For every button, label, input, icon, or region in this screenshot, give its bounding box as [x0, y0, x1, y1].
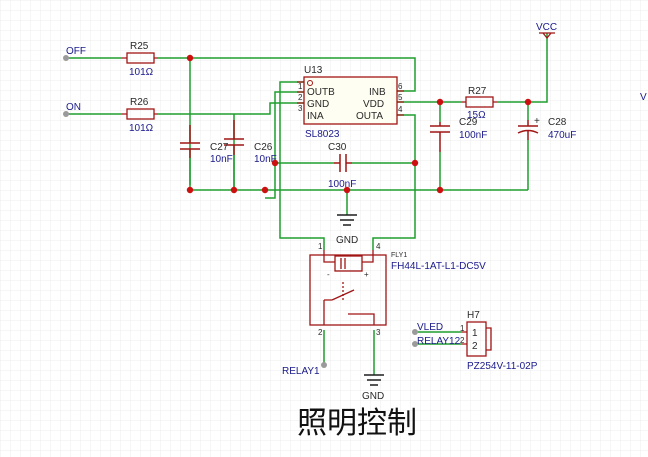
- u13-pin3-num: 3: [298, 104, 303, 113]
- junctions: [186, 54, 532, 194]
- c26-value[interactable]: 10nF: [254, 154, 277, 165]
- u13-pin3-name: INA: [307, 111, 324, 122]
- u13-pin5-num: 5: [398, 93, 403, 102]
- fly1-pin1: 1: [318, 242, 323, 251]
- gnd-symbol-bottom: [364, 374, 384, 386]
- r27-value[interactable]: 15Ω: [467, 110, 486, 121]
- h7-pin1-inside: 1: [472, 328, 478, 339]
- h7-connector[interactable]: [462, 321, 492, 357]
- u13-part[interactable]: SL8023: [305, 129, 340, 140]
- fly1-pin4: 4: [376, 242, 381, 251]
- gnd-symbol-top: [337, 214, 357, 226]
- net-label-vcc[interactable]: VCC: [536, 22, 557, 33]
- h7-pin2-inside: 2: [472, 341, 478, 352]
- r26-ref[interactable]: R26: [130, 97, 149, 108]
- sheet-title: 照明控制: [297, 406, 417, 441]
- ports: [63, 55, 418, 368]
- port-relay12: [412, 341, 418, 347]
- vcc-symbol: [539, 32, 555, 40]
- h7-pin1-outside: 1: [460, 324, 465, 333]
- u13-ic[interactable]: [297, 76, 404, 125]
- relay-fly1[interactable]: [309, 250, 387, 326]
- u13-pin4-num: 4: [398, 105, 403, 114]
- c28-plus-sign: +: [534, 116, 540, 127]
- wire-on-to-ina: [158, 102, 304, 115]
- port-on: [63, 111, 69, 117]
- h7-pin2-outside: 2: [460, 336, 465, 345]
- c27-symbol[interactable]: [180, 125, 200, 158]
- u13-pin1-num: 1: [298, 82, 303, 91]
- u13-pin4-name: OUTA: [356, 111, 383, 122]
- h7-part[interactable]: PZ254V-11-02P: [467, 361, 538, 372]
- c29-value[interactable]: 100nF: [459, 130, 487, 141]
- net-label-relay12[interactable]: RELAY12: [417, 336, 461, 347]
- wire-gnd-pin2: [265, 91, 304, 199]
- u13-ref[interactable]: U13: [304, 65, 323, 76]
- wire-outa-coil: [372, 114, 416, 250]
- net-label-gnd-bottom[interactable]: GND: [362, 391, 384, 402]
- c30-value[interactable]: 100nF: [328, 179, 356, 190]
- u13-pin2-name: GND: [307, 99, 329, 110]
- wire-off-to-inb: [158, 57, 416, 92]
- fly1-coil-plus: +: [364, 270, 369, 279]
- c28-ref[interactable]: C28: [548, 117, 567, 128]
- net-label-relay1[interactable]: RELAY1: [282, 366, 320, 377]
- fly1-ref[interactable]: FLY1: [391, 252, 407, 259]
- c27-value[interactable]: 10nF: [210, 154, 233, 165]
- c30-ref[interactable]: C30: [328, 142, 347, 153]
- u13-pin6-num: 6: [398, 82, 403, 91]
- c30-symbol[interactable]: [334, 154, 352, 172]
- fly1-part[interactable]: FH44L-1AT-L1-DC5V: [391, 261, 486, 272]
- c28-symbol[interactable]: [517, 120, 539, 140]
- fly1-coil-minus: -: [327, 270, 330, 279]
- port-vled: [412, 329, 418, 335]
- wire-outb-coil: [279, 81, 325, 250]
- r27-ref[interactable]: R27: [468, 86, 487, 97]
- wire-vcc: [497, 33, 548, 103]
- c29-symbol[interactable]: [430, 122, 450, 152]
- h7-ref[interactable]: H7: [467, 310, 480, 321]
- u13-pin2-num: 2: [298, 93, 303, 102]
- net-label-off[interactable]: OFF: [66, 46, 86, 57]
- u13-pin5-name: VDD: [363, 99, 384, 110]
- r25-ref[interactable]: R25: [130, 41, 149, 52]
- u13-pin1-name: OUTB: [307, 87, 335, 98]
- net-label-edge-v: V: [640, 92, 647, 103]
- fly1-pin3: 3: [376, 328, 381, 337]
- net-label-on[interactable]: ON: [66, 102, 81, 113]
- fly1-pin2: 2: [318, 328, 323, 337]
- port-relay1: [321, 362, 327, 368]
- c29-ref[interactable]: C29: [459, 117, 478, 128]
- net-label-vled[interactable]: VLED: [417, 322, 443, 333]
- r25-value[interactable]: 101Ω: [129, 67, 154, 78]
- r26-value[interactable]: 101Ω: [129, 123, 154, 134]
- port-off: [63, 55, 69, 61]
- c26-symbol[interactable]: [224, 120, 244, 155]
- c28-value[interactable]: 470uF: [548, 130, 576, 141]
- c27-ref[interactable]: C27: [210, 142, 229, 153]
- net-label-gnd-top[interactable]: GND: [336, 235, 358, 246]
- c26-ref[interactable]: C26: [254, 142, 273, 153]
- u13-pin6-name: INB: [369, 87, 386, 98]
